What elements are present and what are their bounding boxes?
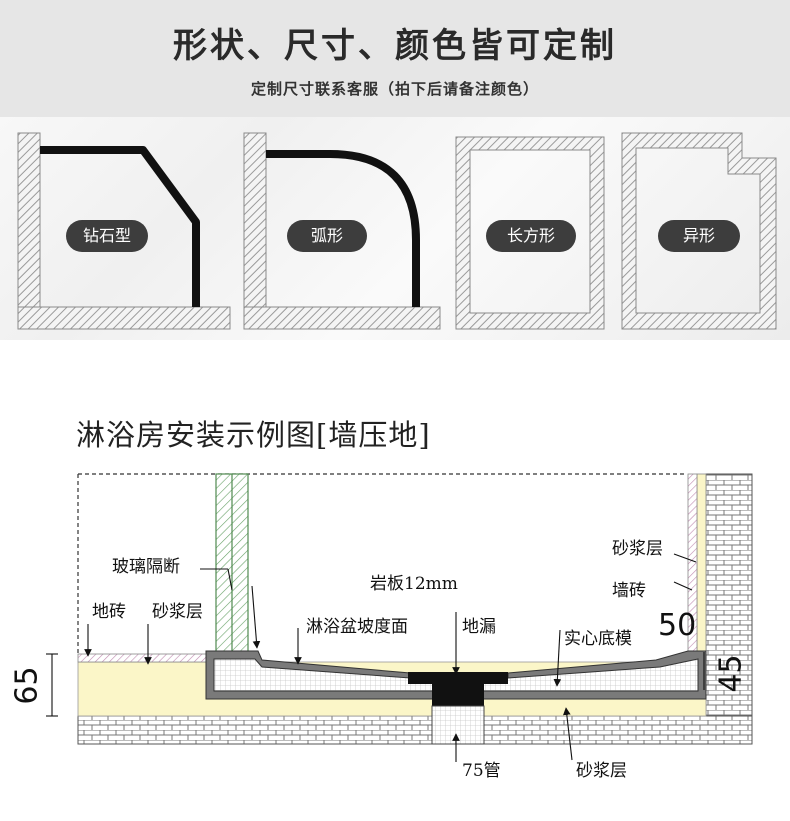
dimension-right-width: 50 [658,608,697,643]
label-wall-tile: 墙砖 [612,581,646,601]
brick-wall [705,473,753,745]
label-floor-tile: 地砖 [92,602,126,622]
diamond-shape-icon [17,132,231,330]
label-solid-base-mold: 实心底模 [564,629,632,649]
label-mortar-bottom: 砂浆层 [576,761,627,781]
shape-options [17,132,777,330]
irregular-shape-icon [621,132,777,330]
label-glass-partition: 玻璃隔断 [112,557,180,577]
shape-label-irregular: 异形 [658,220,740,252]
drain-pipe [431,705,485,745]
shape-label-rectangle: 长方形 [486,220,576,252]
shape-label-diamond: 钻石型 [66,220,148,252]
floor-drain [408,672,508,684]
shape-label-arc: 弧形 [287,220,367,252]
dimension-left-height: 65 [9,666,45,705]
wall-mortar-layer [696,473,707,655]
installation-diagram [46,473,753,762]
label-mortar-right: 砂浆层 [612,539,663,559]
label-mortar-left: 砂浆层 [152,602,203,622]
floor-tile-strip [77,653,207,663]
diagram-title: 淋浴房安装示例图[墙压地] [76,418,431,452]
label-tray-slope: 淋浴盆坡度面 [306,617,408,637]
dimension-right-height: 45 [713,654,749,693]
label-slate: 岩板12mm [370,574,458,594]
room-outline [77,473,686,654]
label-pipe: 75管 [462,761,501,781]
leader-lines [46,553,705,762]
arc-shape-icon [243,132,441,330]
banner-subtitle: 定制尺寸联系客服（拍下后请备注颜色） [250,80,539,98]
brick-foundation [77,715,753,745]
banner [0,0,790,117]
label-floor-drain: 地漏 [462,617,496,637]
banner-title: 形状、尺寸、颜色皆可定制 [173,26,617,66]
rectangle-shape-icon [455,136,605,330]
